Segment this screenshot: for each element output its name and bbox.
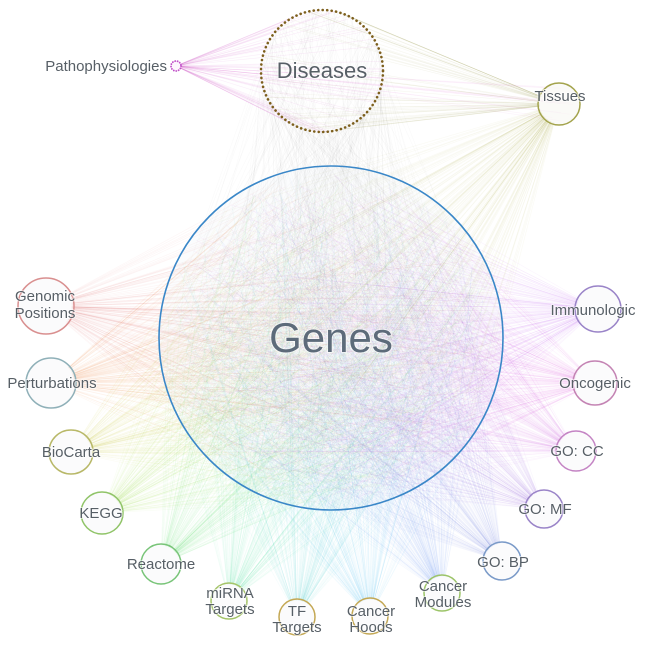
node-circles xyxy=(17,8,622,636)
node-immunologic-circle[interactable] xyxy=(574,285,622,333)
fan-immunologic-to-genes xyxy=(175,175,583,497)
fan-tissues-to-diseases xyxy=(261,10,542,133)
fan-cancer_hoods-to-genes xyxy=(173,184,489,605)
node-tf_targets-circle[interactable] xyxy=(278,598,316,636)
node-tissues-label: Tissues xyxy=(534,88,585,105)
fan-tissues-to-genes xyxy=(178,109,555,496)
fan-mirna_targets-to-genes xyxy=(165,179,483,592)
node-pathophysiologies-circle[interactable] xyxy=(170,60,182,72)
node-go_cc-circle[interactable] xyxy=(555,430,597,472)
fan-cancer_modules-to-genes xyxy=(175,177,496,584)
node-perturbations-label: Perturbations xyxy=(7,375,96,392)
fan-pathophysiologies-to-diseases xyxy=(179,9,384,133)
node-reactome-label: Reactome xyxy=(127,556,195,573)
node-go_bp-label: GO: BP xyxy=(477,554,529,571)
node-biocarta-label: BioCarta xyxy=(42,444,101,461)
node-perturbations-circle[interactable] xyxy=(25,357,77,409)
node-diseases-label: Diseases xyxy=(277,58,367,83)
node-oncogenic-label: Oncogenic xyxy=(559,375,631,392)
node-genes-circle[interactable] xyxy=(158,165,504,511)
fan-perturbations-to-genes xyxy=(67,180,477,503)
fan-go_mf-to-genes xyxy=(184,177,539,508)
node-genomic_positions-circle[interactable] xyxy=(17,277,75,335)
node-cancer_modules-circle[interactable] xyxy=(423,574,461,612)
node-kegg-label: KEGG xyxy=(79,505,122,522)
fan-go_bp-to-genes xyxy=(168,184,501,557)
node-go_cc-label: GO: CC xyxy=(550,443,604,460)
fan-kegg-to-genes xyxy=(108,177,489,513)
fan-tf_targets-to-genes xyxy=(176,182,483,605)
node-kegg-circle[interactable] xyxy=(80,491,124,535)
node-pathophysiologies-label: Pathophysiologies xyxy=(45,58,167,75)
node-genes-label: Genes xyxy=(269,314,393,361)
node-diseases-circle[interactable] xyxy=(259,8,385,134)
node-reactome-circle[interactable] xyxy=(140,543,182,585)
node-go_bp-circle[interactable] xyxy=(482,541,522,581)
fan-go_cc-to-genes xyxy=(168,174,568,500)
fan-pathophysiologies-to-tissues xyxy=(180,66,574,122)
node-cancer_hoods-circle[interactable] xyxy=(351,597,389,635)
node-go_mf-label: GO: MF xyxy=(518,501,571,518)
fan-oncogenic-to-genes xyxy=(171,185,582,505)
node-immunologic-label: Immunologic xyxy=(550,302,636,319)
edge-fans xyxy=(65,9,583,605)
node-mirna_targets-circle[interactable] xyxy=(210,582,248,620)
node-labels: Genes Diseases PathophysiologiesTissuesGen… xyxy=(6,57,637,637)
node-go_mf-circle[interactable] xyxy=(524,489,564,529)
fan-biocarta-to-genes xyxy=(81,180,492,503)
fan-diseases-to-genes xyxy=(169,9,497,504)
node-biocarta-circle[interactable] xyxy=(48,429,94,475)
node-tissues-circle[interactable] xyxy=(537,82,581,126)
node-oncogenic-circle[interactable] xyxy=(572,360,618,406)
